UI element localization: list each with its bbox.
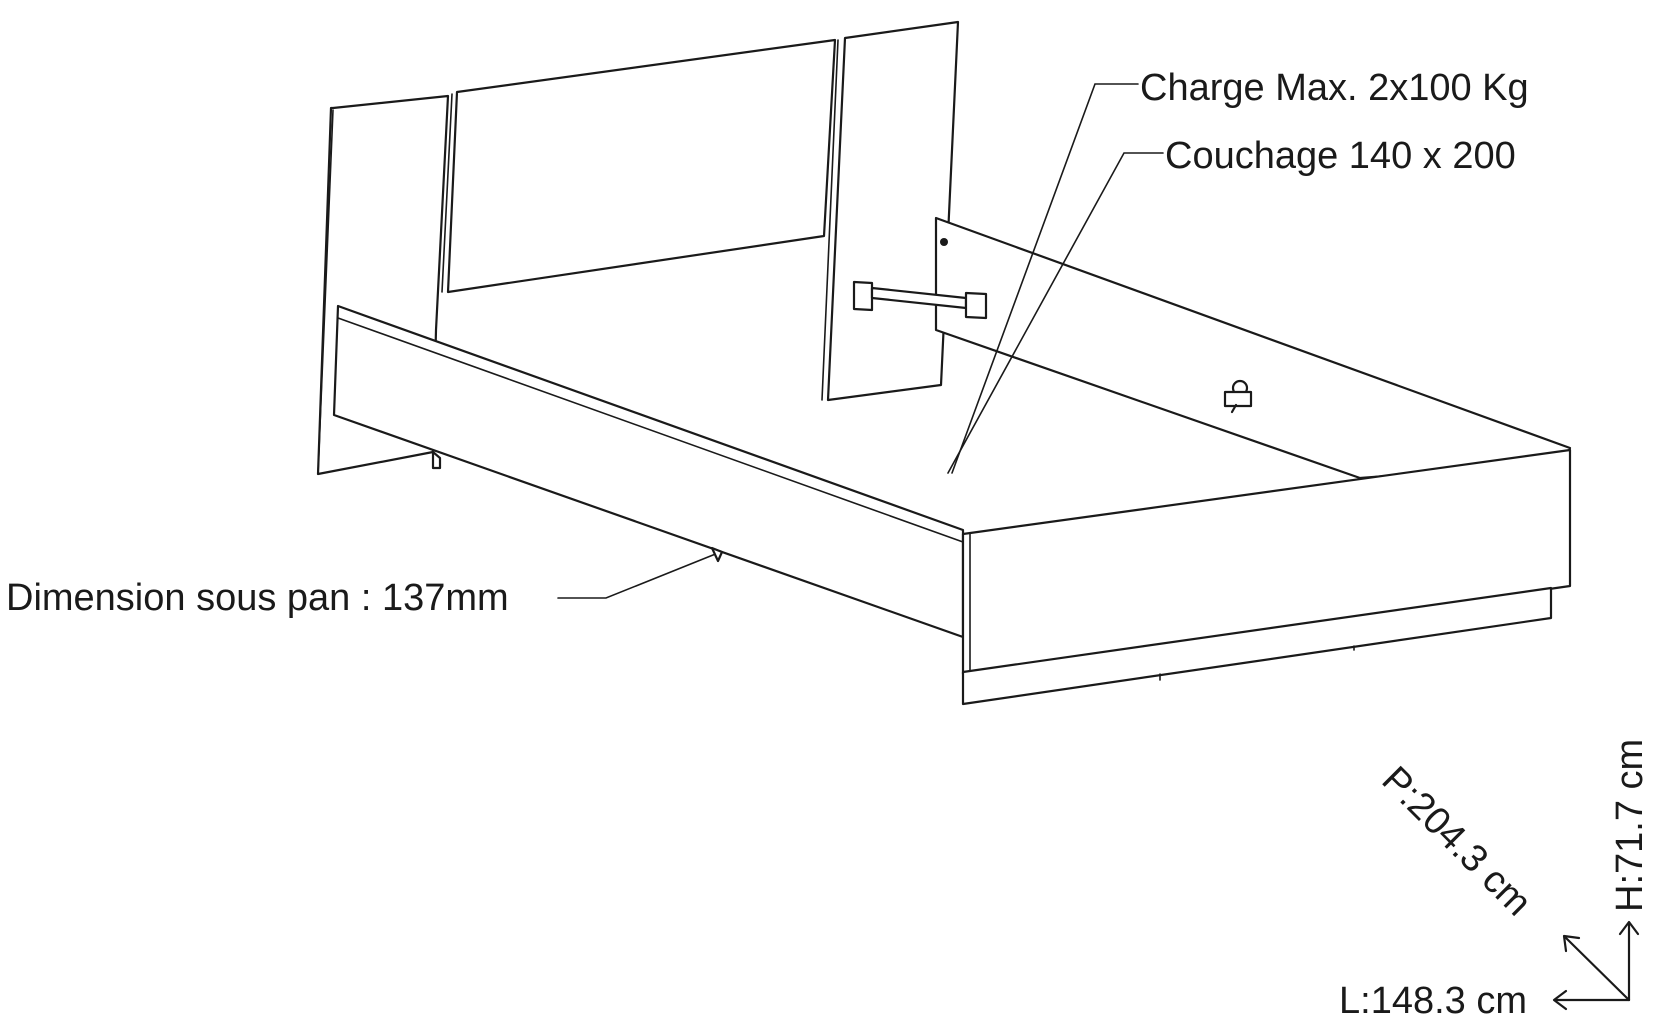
leader-under-clearance <box>557 546 724 599</box>
under-clearance-label: Dimension sous pan : 137mm <box>6 577 509 619</box>
bed-leg-left <box>431 450 442 470</box>
width-dimension-label: L:148.3 cm <box>1339 980 1527 1022</box>
depth-dimension-label: P:204.3 cm <box>1374 759 1540 925</box>
height-dimension-label: H:71.7 cm <box>1609 739 1651 912</box>
headboard-right-panel <box>821 20 960 402</box>
headboard-center-panel <box>441 38 837 294</box>
hook-fitting <box>1223 379 1253 414</box>
dimension-axes <box>1552 920 1640 1011</box>
leader-max-load <box>951 83 1139 474</box>
leader-sleeping-size <box>947 152 1164 474</box>
metal-bracket <box>852 280 988 320</box>
max-load-label: Charge Max. 2x100 Kg <box>1140 67 1529 109</box>
footboard-panel <box>961 448 1572 706</box>
sleeping-size-label: Couchage 140 x 200 <box>1165 135 1516 177</box>
